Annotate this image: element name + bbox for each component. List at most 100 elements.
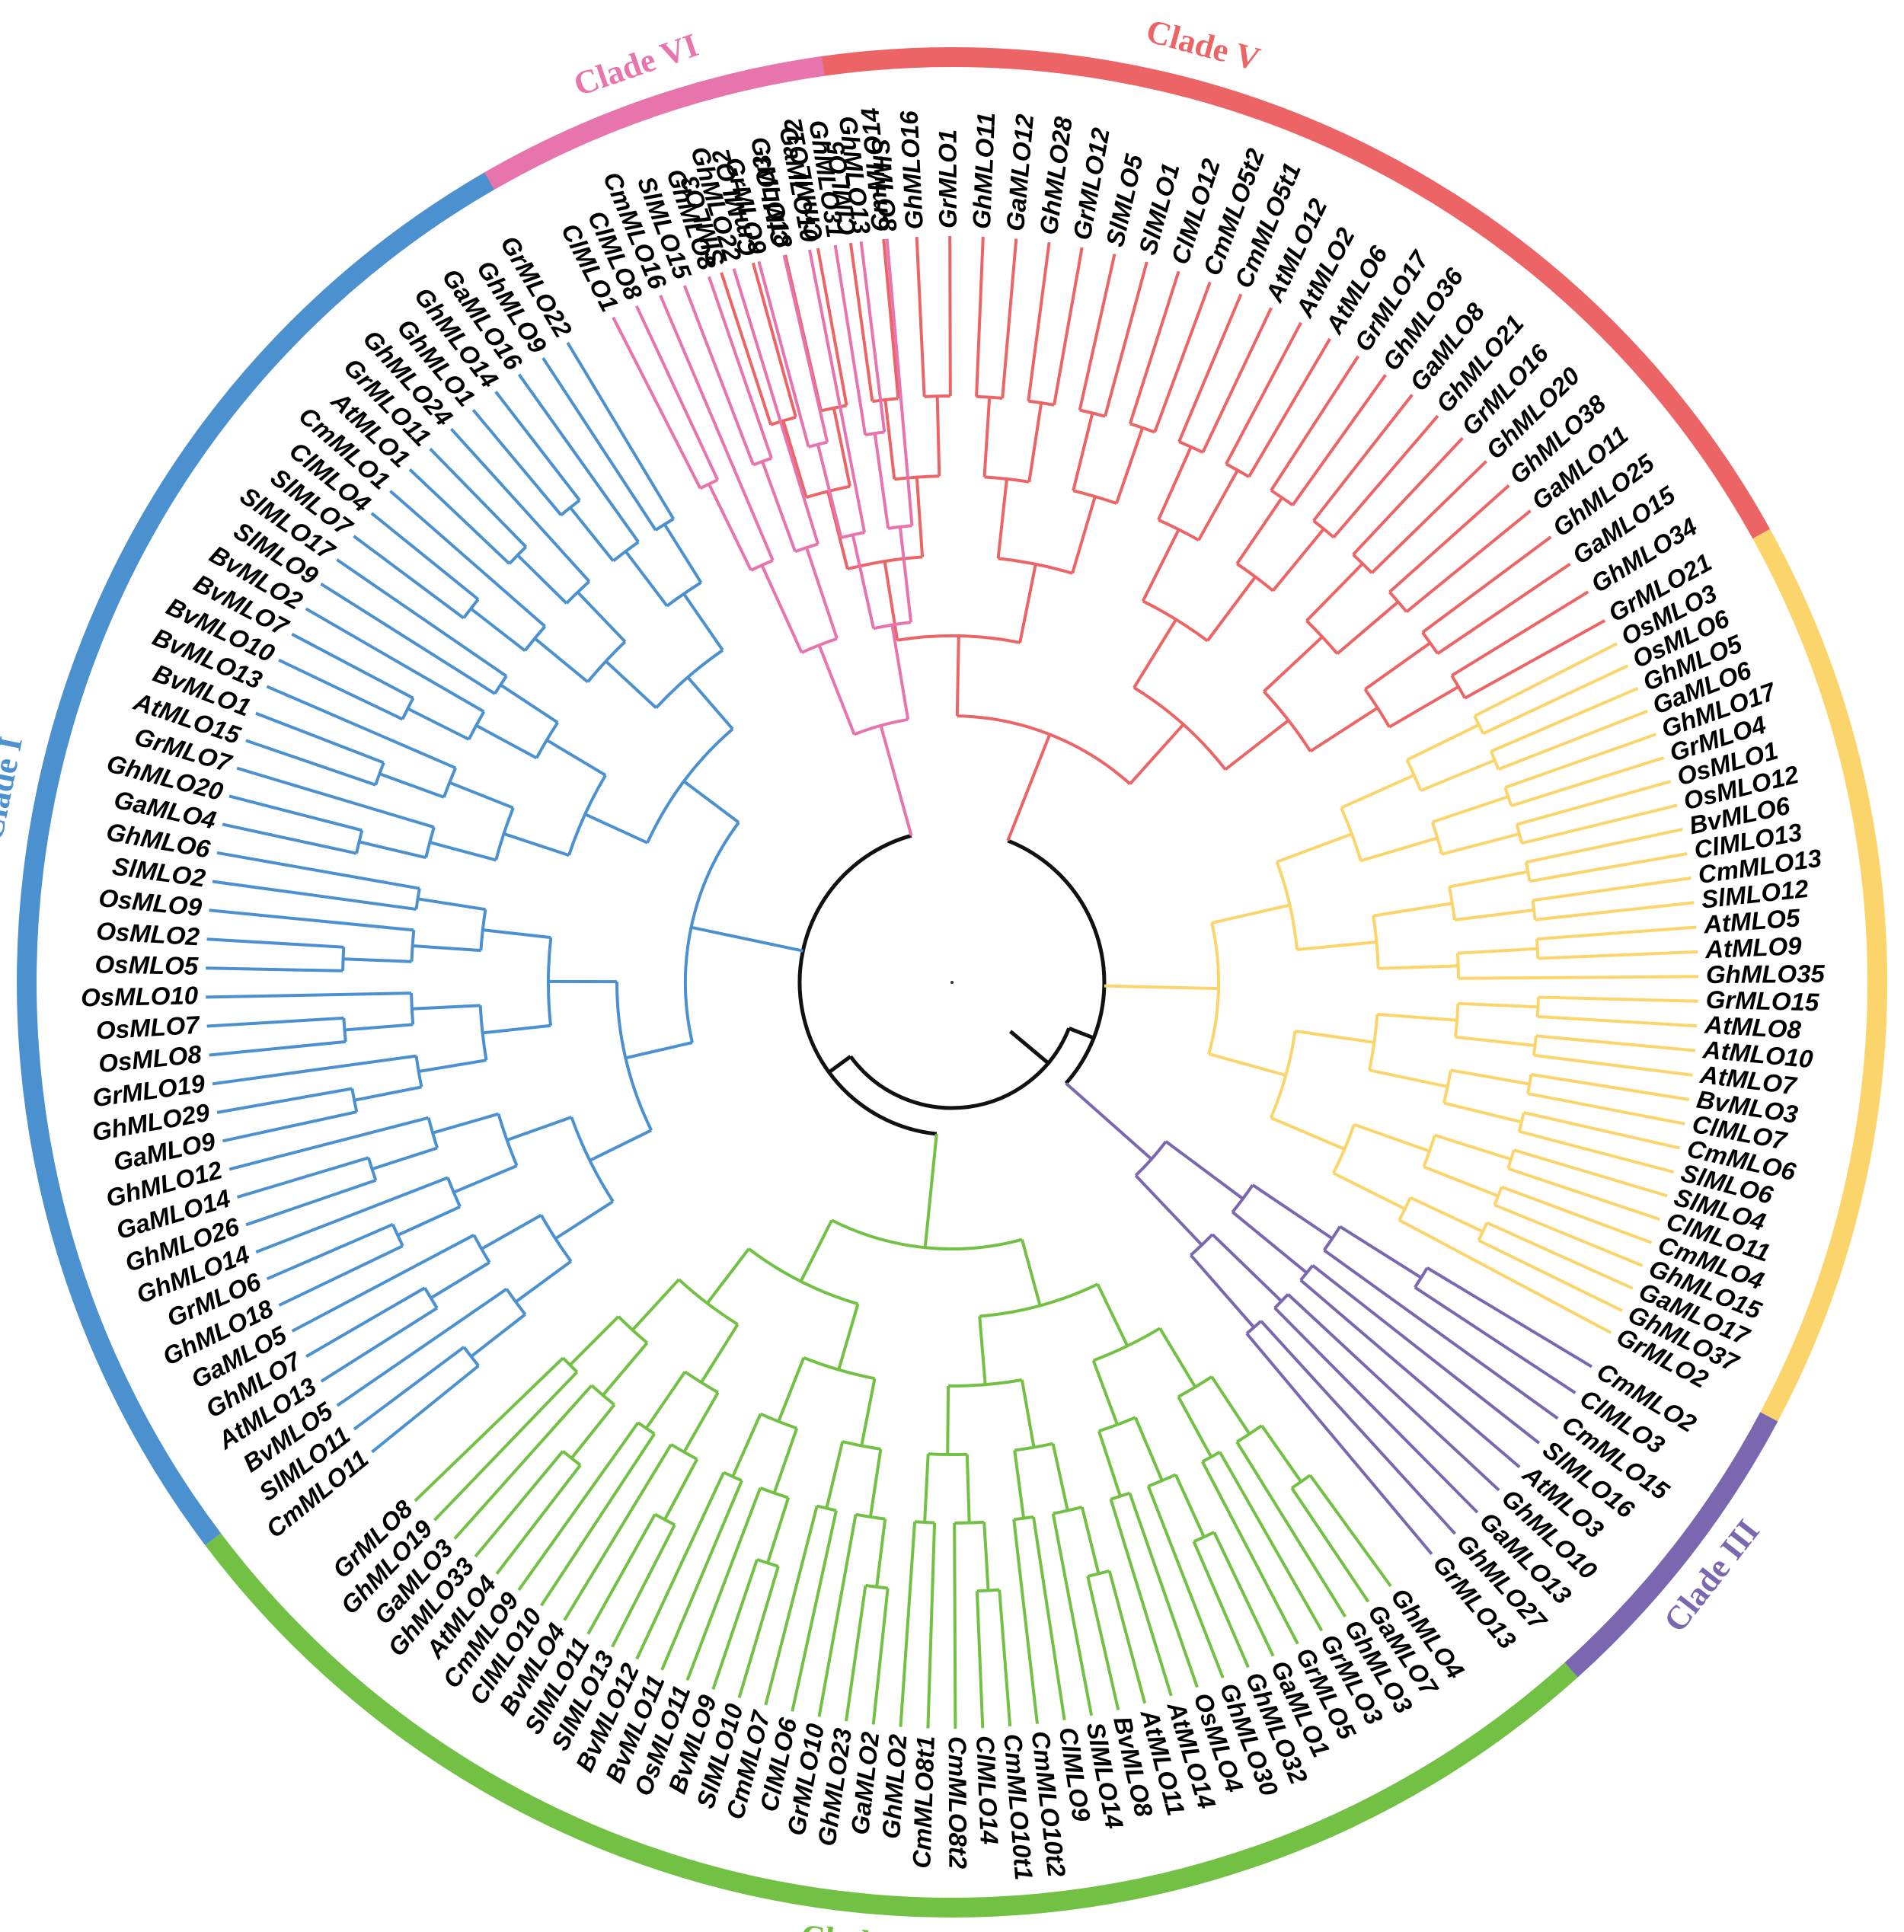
- branch-segment: [1420, 758, 1496, 792]
- branch-segment: [1449, 870, 1529, 889]
- branch-segment: [1189, 1253, 1255, 1329]
- branch-arc: [1201, 1451, 1221, 1464]
- branch-segment: [1521, 803, 1678, 845]
- branch-segment: [1340, 774, 1415, 810]
- branch-arc: [954, 1520, 985, 1525]
- branch-segment: [212, 880, 417, 911]
- branch-segment: [1311, 1264, 1541, 1445]
- branch-arc: [1524, 861, 1532, 882]
- branch-segment: [568, 1315, 620, 1366]
- branch-segment: [1201, 1461, 1299, 1645]
- branch-segment: [429, 841, 497, 862]
- branch-segment: [1332, 414, 1439, 538]
- branch-segment: [353, 1085, 422, 1102]
- branch-segment: [305, 607, 485, 714]
- branch-segment: [236, 1156, 369, 1199]
- branch-segment: [1296, 940, 1377, 951]
- branch-segment: [720, 272, 773, 426]
- branch-segment: [1332, 1171, 1406, 1211]
- branch-segment: [799, 1219, 833, 1282]
- branch-segment: [1504, 733, 1656, 789]
- branch-segment: [832, 407, 851, 487]
- branch-segment: [471, 409, 563, 516]
- branch-segment: [1208, 1052, 1286, 1077]
- branch-segment: [569, 506, 615, 562]
- branch-arc: [723, 1471, 743, 1483]
- branch-segment: [765, 1497, 791, 1564]
- branch-segment: [353, 535, 465, 620]
- branch-arc: [1299, 1264, 1315, 1282]
- branch-segment: [482, 1023, 551, 1035]
- branch-segment: [808, 249, 867, 533]
- branch-segment: [453, 1384, 593, 1540]
- branch-segment: [885, 238, 914, 526]
- branch-segment: [899, 1522, 917, 1727]
- branch-segment: [1441, 832, 1520, 856]
- branch-segment: [859, 241, 887, 433]
- branch-segment: [291, 632, 414, 700]
- branch-segment: [1032, 1516, 1066, 1721]
- clade-stem: [879, 725, 913, 836]
- branch-arc: [948, 1378, 1023, 1388]
- branch-segment: [1516, 780, 1672, 826]
- branch-segment: [1206, 576, 1257, 642]
- branch-segment: [1309, 706, 1378, 753]
- branch-segment: [965, 1454, 971, 1523]
- branch-segment: [371, 1146, 438, 1171]
- branch-segment: [1132, 618, 1177, 688]
- branch-arc: [887, 524, 912, 530]
- clade-i-branches: [206, 341, 803, 1454]
- branch-segment: [845, 1585, 867, 1722]
- branch-segment: [1013, 1450, 1026, 1518]
- branch-segment: [353, 1346, 465, 1431]
- branch-segment: [1482, 664, 1629, 736]
- branch-segment: [228, 1116, 430, 1171]
- leaf-label: GhMLO35: [1706, 960, 1826, 988]
- branch-segment: [975, 236, 985, 397]
- branch-arc: [759, 1487, 789, 1499]
- tree-branches: [206, 235, 1699, 1729]
- branch-segment: [1295, 1030, 1375, 1044]
- branch-segment: [777, 1357, 806, 1423]
- branch-segment: [255, 1176, 449, 1253]
- branch-segment: [805, 547, 839, 640]
- clade-v-branches: [720, 235, 1606, 841]
- branch-segment: [1519, 1129, 1675, 1174]
- branch-segment: [1157, 445, 1193, 521]
- branch-segment: [883, 560, 899, 641]
- branch-segment: [1212, 1531, 1275, 1657]
- branch-segment: [245, 1179, 377, 1227]
- branch-segment: [634, 305, 720, 481]
- branch-segment: [868, 1448, 883, 1518]
- branch-arc: [1388, 591, 1408, 613]
- branch-segment: [1225, 321, 1302, 465]
- branch-segment: [663, 523, 703, 583]
- branch-segment: [998, 1589, 1012, 1727]
- branch-segment: [589, 1129, 653, 1162]
- branch-segment: [751, 262, 797, 418]
- branch-segment: [206, 1016, 344, 1028]
- branch-arc: [366, 1157, 378, 1181]
- leaf-label: OsMLO2: [95, 917, 200, 951]
- branch-segment: [1458, 975, 1699, 980]
- backbone-arc: [1007, 838, 1107, 986]
- branch-segment: [1398, 1218, 1612, 1334]
- branch-arc: [505, 1288, 527, 1316]
- branch-arc: [1398, 1196, 1412, 1221]
- branch-segment: [1051, 1513, 1094, 1716]
- branch-segment: [1493, 1203, 1644, 1267]
- branch-segment: [1474, 642, 1618, 718]
- branch-segment: [503, 832, 570, 857]
- branch-arc: [872, 397, 899, 404]
- branch-segment: [474, 1450, 564, 1558]
- branch-segment: [781, 420, 808, 498]
- backbone-arc: [800, 833, 912, 952]
- branch-arc: [590, 1384, 615, 1407]
- clade-stem: [1065, 1082, 1153, 1161]
- branch-segment: [737, 1566, 780, 1698]
- branch-arc: [770, 415, 797, 426]
- branch-segment: [1218, 1451, 1324, 1632]
- branch-segment: [975, 1591, 985, 1729]
